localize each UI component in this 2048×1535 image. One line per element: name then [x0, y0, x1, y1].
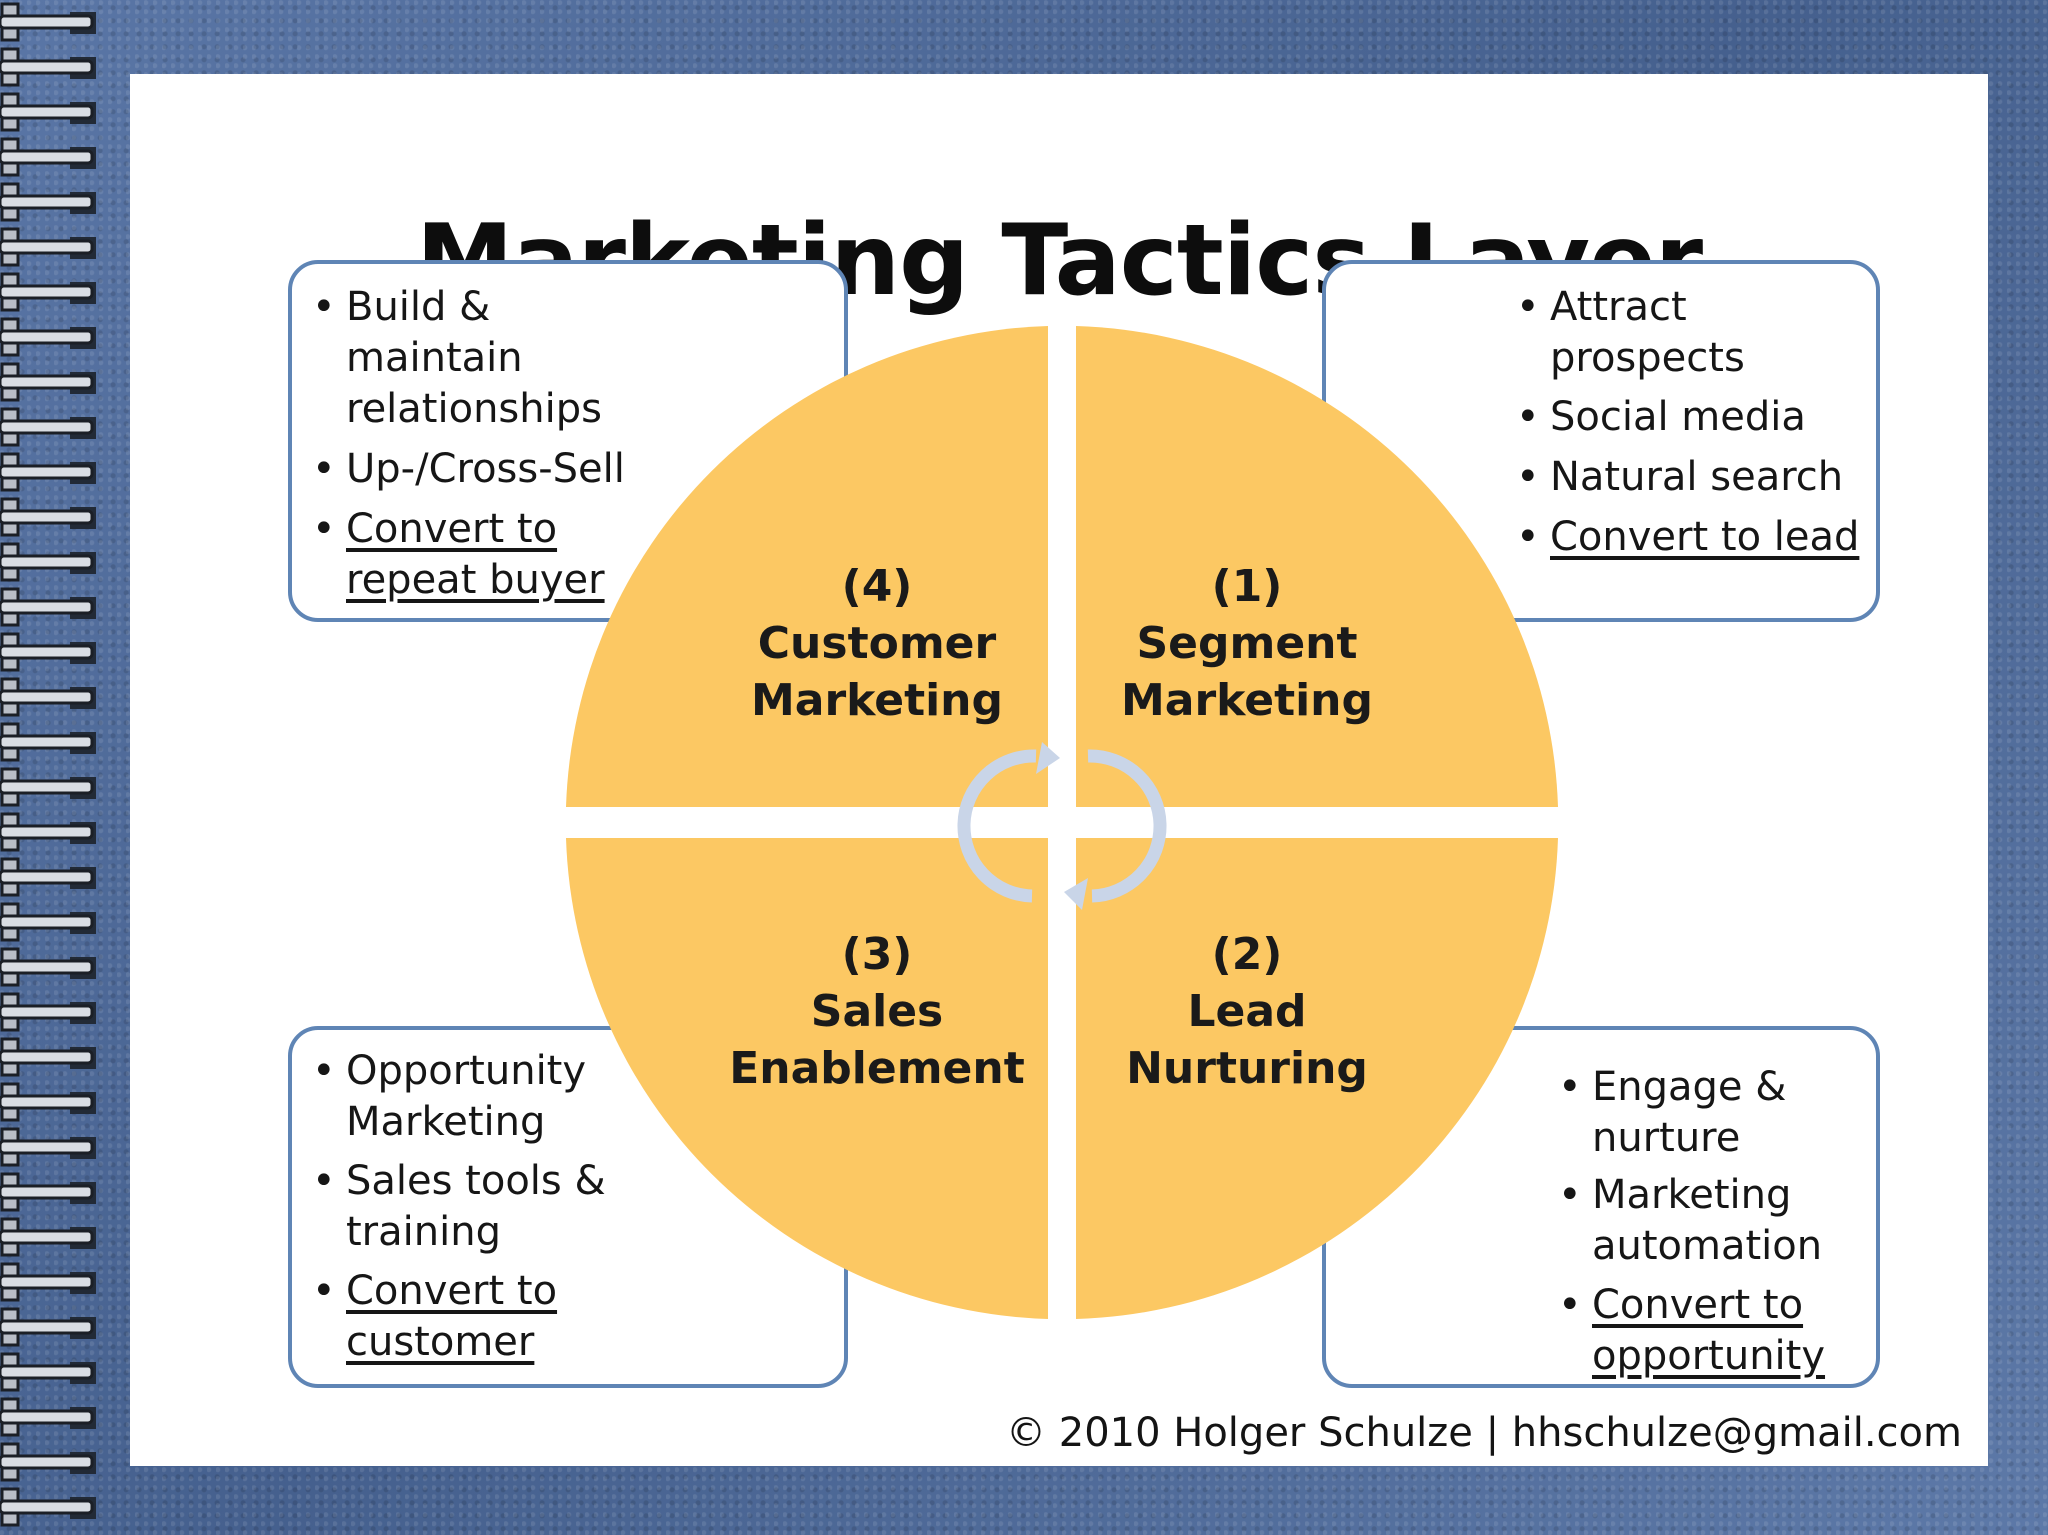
binding-ring [0, 362, 96, 402]
quadrant-name: Nurturing [1126, 1043, 1368, 1094]
quadrant-label-1: (1) Segment Marketing [1082, 558, 1412, 729]
binding-ring [0, 1262, 96, 1302]
binding-ring [0, 182, 96, 222]
binding-ring [0, 812, 96, 852]
binding-ring [0, 1442, 96, 1482]
list-item: Build & maintain relationships [312, 282, 656, 435]
quadrant-2-lead-nurturing [1076, 838, 1558, 1319]
binding-ring [0, 1217, 96, 1257]
list-item: Convert to lead [1516, 512, 1880, 563]
binding-ring [0, 1352, 96, 1392]
arrow-head [1036, 742, 1060, 774]
binding-ring [0, 677, 96, 717]
list-item: Convert to customer [312, 1266, 606, 1368]
quadrant-name: Marketing [1120, 675, 1374, 726]
binding-ring [0, 497, 96, 537]
binding-ring [0, 632, 96, 672]
binding-ring [0, 2, 96, 42]
binding-ring [0, 947, 96, 987]
binding-ring [0, 1307, 96, 1347]
binding-ring [0, 47, 96, 87]
binding-ring [0, 1127, 96, 1167]
spiral-binding [0, 2, 96, 1527]
cycle-arrows-icon [957, 742, 1167, 910]
binding-ring [0, 317, 96, 357]
quadrant-number: (1) [1211, 561, 1283, 612]
list-item: Engage & nurture [1558, 1062, 1822, 1164]
binding-ring [0, 227, 96, 267]
quadrant-name: Sales [810, 986, 944, 1037]
quadrant-name: Segment [1136, 618, 1358, 669]
list-item: Convert to opportunity [1558, 1280, 1852, 1382]
quadrant-4-customer-marketing [566, 326, 1048, 807]
quadrant-number: (4) [841, 561, 913, 612]
quadrant-3-sales-enablement [566, 838, 1048, 1319]
binding-ring [0, 452, 96, 492]
binding-ring [0, 1037, 96, 1077]
quadrant-circle [566, 326, 1558, 1319]
quadrant-label-2: (2) Lead Nurturing [1082, 926, 1412, 1097]
list-item: Social media [1516, 392, 1880, 443]
quadrant-number: (2) [1211, 929, 1283, 980]
slide: Marketing Tactics Layer Build & maintain… [130, 74, 1988, 1466]
binding-ring [0, 1487, 96, 1527]
binding-ring [0, 992, 96, 1032]
list-item: Up-/Cross-Sell [312, 444, 676, 495]
quadrant-label-3: (3) Sales Enablement [712, 926, 1042, 1097]
binding-ring [0, 272, 96, 312]
arrow-head [1064, 878, 1088, 910]
quadrant-name: Lead [1187, 986, 1307, 1037]
binding-ring [0, 542, 96, 582]
list-item: Sales tools & training [312, 1156, 636, 1258]
list-item: Convert to repeat buyer [312, 504, 636, 606]
binding-ring [0, 767, 96, 807]
binding-ring [0, 722, 96, 762]
quadrant-name: Enablement [729, 1043, 1025, 1094]
copyright-footer: © 2010 Holger Schulze | hhschulze@gmail.… [1006, 1410, 1962, 1456]
binding-ring [0, 1172, 96, 1212]
quadrant-1-segment-marketing [1076, 326, 1558, 807]
binding-ring [0, 587, 96, 627]
binding-ring [0, 902, 96, 942]
binding-ring [0, 137, 96, 177]
binding-ring [0, 1397, 96, 1437]
binding-ring [0, 92, 96, 132]
list-item: Opportunity Marketing [312, 1046, 636, 1148]
quadrant-name: Customer [757, 618, 997, 669]
binding-ring [0, 1082, 96, 1122]
quadrant-number: (3) [841, 929, 913, 980]
list-item: Attract prospects [1516, 282, 1780, 384]
binding-ring [0, 857, 96, 897]
list-item: Marketing automation [1558, 1170, 1852, 1272]
list-item: Natural search [1516, 452, 1880, 503]
binding-ring [0, 407, 96, 447]
box-bottom-right: Engage & nurture Marketing automation Co… [1322, 1026, 1880, 1388]
quadrant-label-4: (4) Customer Marketing [712, 558, 1042, 729]
quadrant-name: Marketing [750, 675, 1004, 726]
